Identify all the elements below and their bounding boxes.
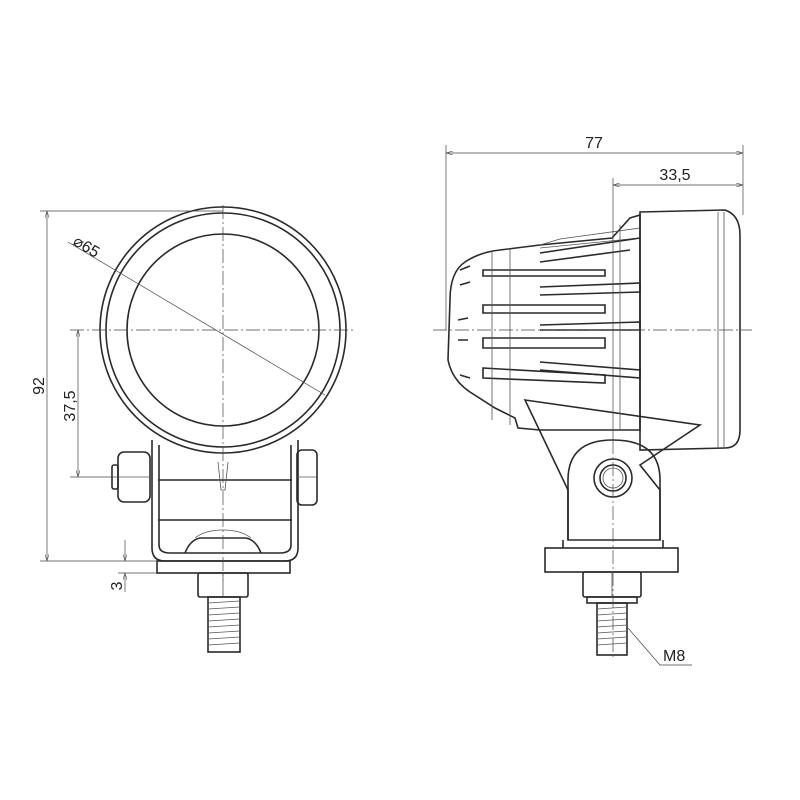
dimension-92: 92 <box>31 210 223 562</box>
mounting-plate-front <box>156 560 291 574</box>
front-depth-dim-label: 33,5 <box>659 167 690 184</box>
axis-height-dim-label: 37,5 <box>62 390 79 421</box>
dimension-33-5: 33,5 <box>612 167 743 440</box>
thread-callout: M8 <box>627 627 692 666</box>
length-dim-label: 77 <box>585 135 603 152</box>
dimension-77: 77 <box>445 135 744 330</box>
bolt-front <box>197 572 249 653</box>
dimension-37-5: 37,5 <box>62 330 118 478</box>
height-dim-label: 92 <box>31 377 48 395</box>
mounting-plate-side <box>544 547 679 573</box>
front-view: 92 37,5 3 ⌀65 <box>31 205 355 653</box>
side-view: 77 33,5 M8 <box>433 135 752 666</box>
bracket-front <box>151 440 299 562</box>
side-nut-right <box>296 449 318 506</box>
plate-thickness-dim-label: 3 <box>109 581 126 590</box>
bracket-side <box>523 398 703 548</box>
dimension-3: 3 <box>109 540 157 592</box>
bolt-side <box>582 571 642 656</box>
heatsink <box>447 213 641 431</box>
thread-label: M8 <box>663 648 685 665</box>
diameter-dim-label: ⌀65 <box>70 233 102 262</box>
